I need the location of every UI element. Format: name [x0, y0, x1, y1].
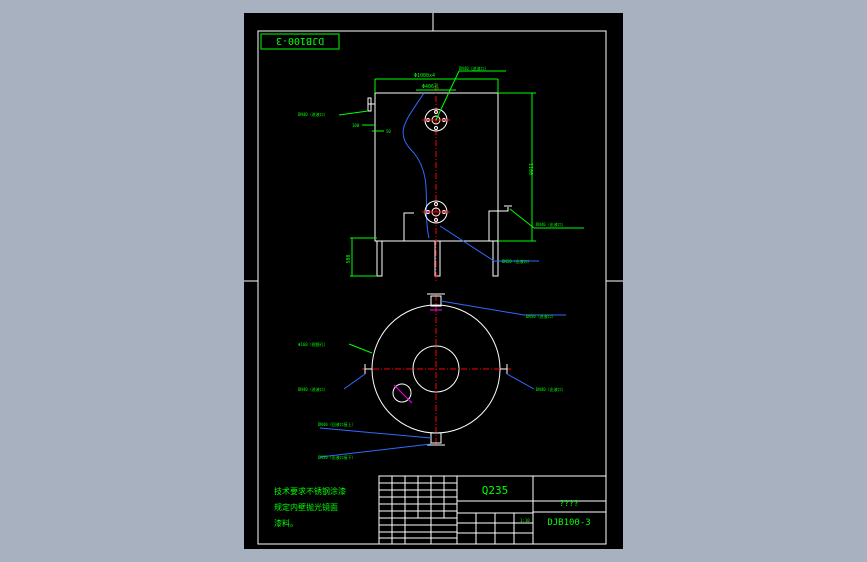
top-view: DN50（进液口） Φ160（视镜孔） DN40（进液口） DN40（出液口） … — [298, 293, 566, 460]
dim-leg: 500 — [346, 254, 352, 263]
material: Q235 — [482, 484, 509, 497]
leg-right — [492, 241, 499, 277]
label-manhole: DN50（进液口） — [526, 313, 556, 319]
drawing-stamp: DJB100-3 — [276, 35, 324, 46]
dim-diameter: Φ1000x4 — [414, 73, 435, 79]
note-line-1: 技术要求不锈钢涂漆 — [274, 486, 346, 496]
label-drain-bottom: DN50（出液口接下） — [318, 454, 356, 460]
label-left-top: DN40（进液口） — [298, 386, 328, 392]
label-top-nozzle: DN40（进液口） — [459, 65, 489, 71]
right-pipe — [488, 207, 509, 241]
label-drain-top: DN40（回液口接上） — [318, 421, 356, 427]
scale: 1:10 — [520, 518, 530, 523]
dim-height: 1100 — [527, 163, 533, 175]
note-line-2: 规定内壁抛光镜面 — [274, 502, 338, 512]
left-nozzle — [367, 97, 375, 112]
drawing-name: ???? — [559, 499, 578, 508]
drawing-number: DJB100-3 — [547, 518, 590, 528]
technical-notes: 技术要求不锈钢涂漆 规定内壁抛光镜面 漆料。 — [274, 486, 346, 528]
title-block: Q235 ???? 1:10 DJB100-3 — [378, 475, 607, 545]
label-sight: Φ160（视镜孔） — [298, 341, 328, 347]
label-right-top: DN40（出液口） — [536, 386, 566, 392]
drawing-sheet: DJB100-3 Φ1000x4 — [244, 13, 623, 549]
left-nozzle-top — [364, 364, 372, 374]
front-view: Φ1000x4 Φ406孔 1100 500 100 50 DN40（进液口） … — [298, 65, 584, 281]
leg-left — [376, 241, 383, 277]
drawing-stamp-box — [260, 33, 340, 50]
dim-50: 50 — [386, 129, 391, 134]
label-right-nozzle: DN40（出液口） — [536, 221, 566, 227]
cad-drawing: DJB100-3 Φ1000x4 — [244, 13, 623, 545]
leg-middle — [434, 241, 441, 277]
label-left-nozzle: DN40（进液口） — [298, 111, 328, 117]
label-bottom-nozzle: DN50（出液口） — [502, 258, 532, 264]
dim-pipe-size: Φ406孔 — [422, 83, 439, 90]
note-line-3: 漆料。 — [274, 518, 298, 528]
inner-frame — [257, 30, 607, 545]
section-break-line — [402, 92, 430, 239]
dim-100: 100 — [352, 123, 360, 128]
sight-port — [392, 383, 412, 403]
right-nozzle-top — [500, 364, 508, 374]
